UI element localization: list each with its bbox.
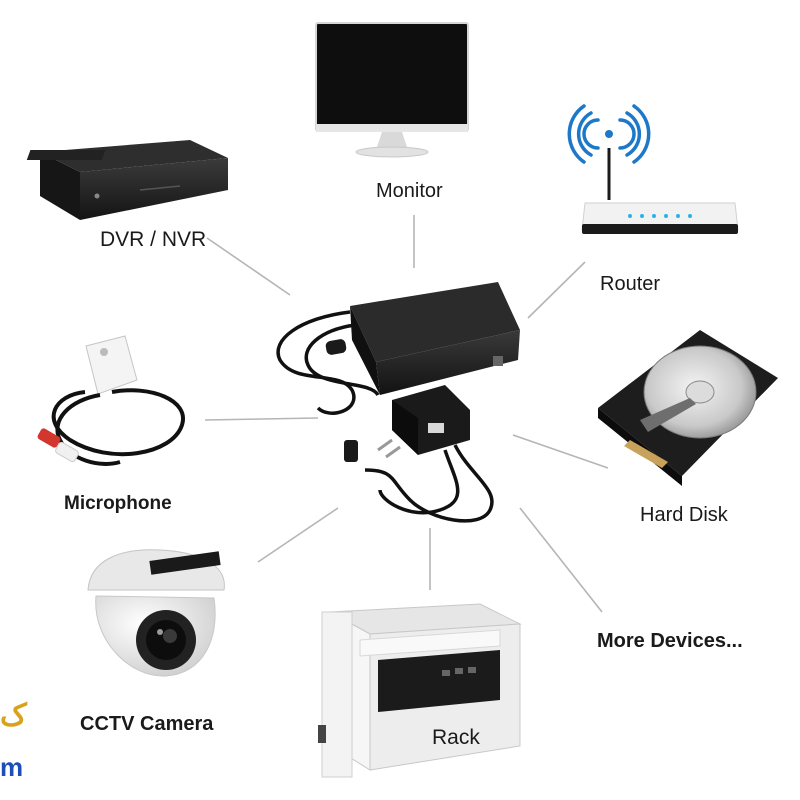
connector-more bbox=[519, 507, 603, 613]
connector-lines bbox=[204, 215, 609, 613]
connector-hdd bbox=[512, 434, 609, 469]
label-microphone: Microphone bbox=[64, 493, 172, 514]
label-hard-disk: Hard Disk bbox=[640, 504, 728, 526]
hard-disk-icon bbox=[598, 330, 778, 486]
dvr-icon bbox=[26, 140, 228, 220]
label-router: Router bbox=[600, 273, 661, 295]
connector-dvr bbox=[206, 237, 291, 296]
monitor-icon bbox=[315, 22, 469, 158]
watermark-text: m bbox=[0, 752, 24, 782]
label-rack: Rack bbox=[432, 726, 480, 749]
connector-cctv bbox=[257, 507, 339, 563]
connector-mic bbox=[204, 417, 319, 421]
connector-router bbox=[527, 261, 586, 319]
cctv-camera-icon bbox=[87, 549, 225, 677]
router-icon bbox=[567, 104, 739, 234]
label-dvr: DVR / NVR bbox=[100, 228, 207, 251]
watermark-glyph: ک bbox=[0, 699, 27, 732]
label-more-devices: More Devices... bbox=[597, 630, 743, 652]
label-cctv-camera: CCTV Camera bbox=[80, 713, 214, 735]
rack-icon bbox=[318, 603, 522, 778]
microphone-icon bbox=[37, 335, 186, 466]
power-adapters-icon bbox=[276, 282, 520, 523]
label-monitor: Monitor bbox=[376, 180, 443, 202]
